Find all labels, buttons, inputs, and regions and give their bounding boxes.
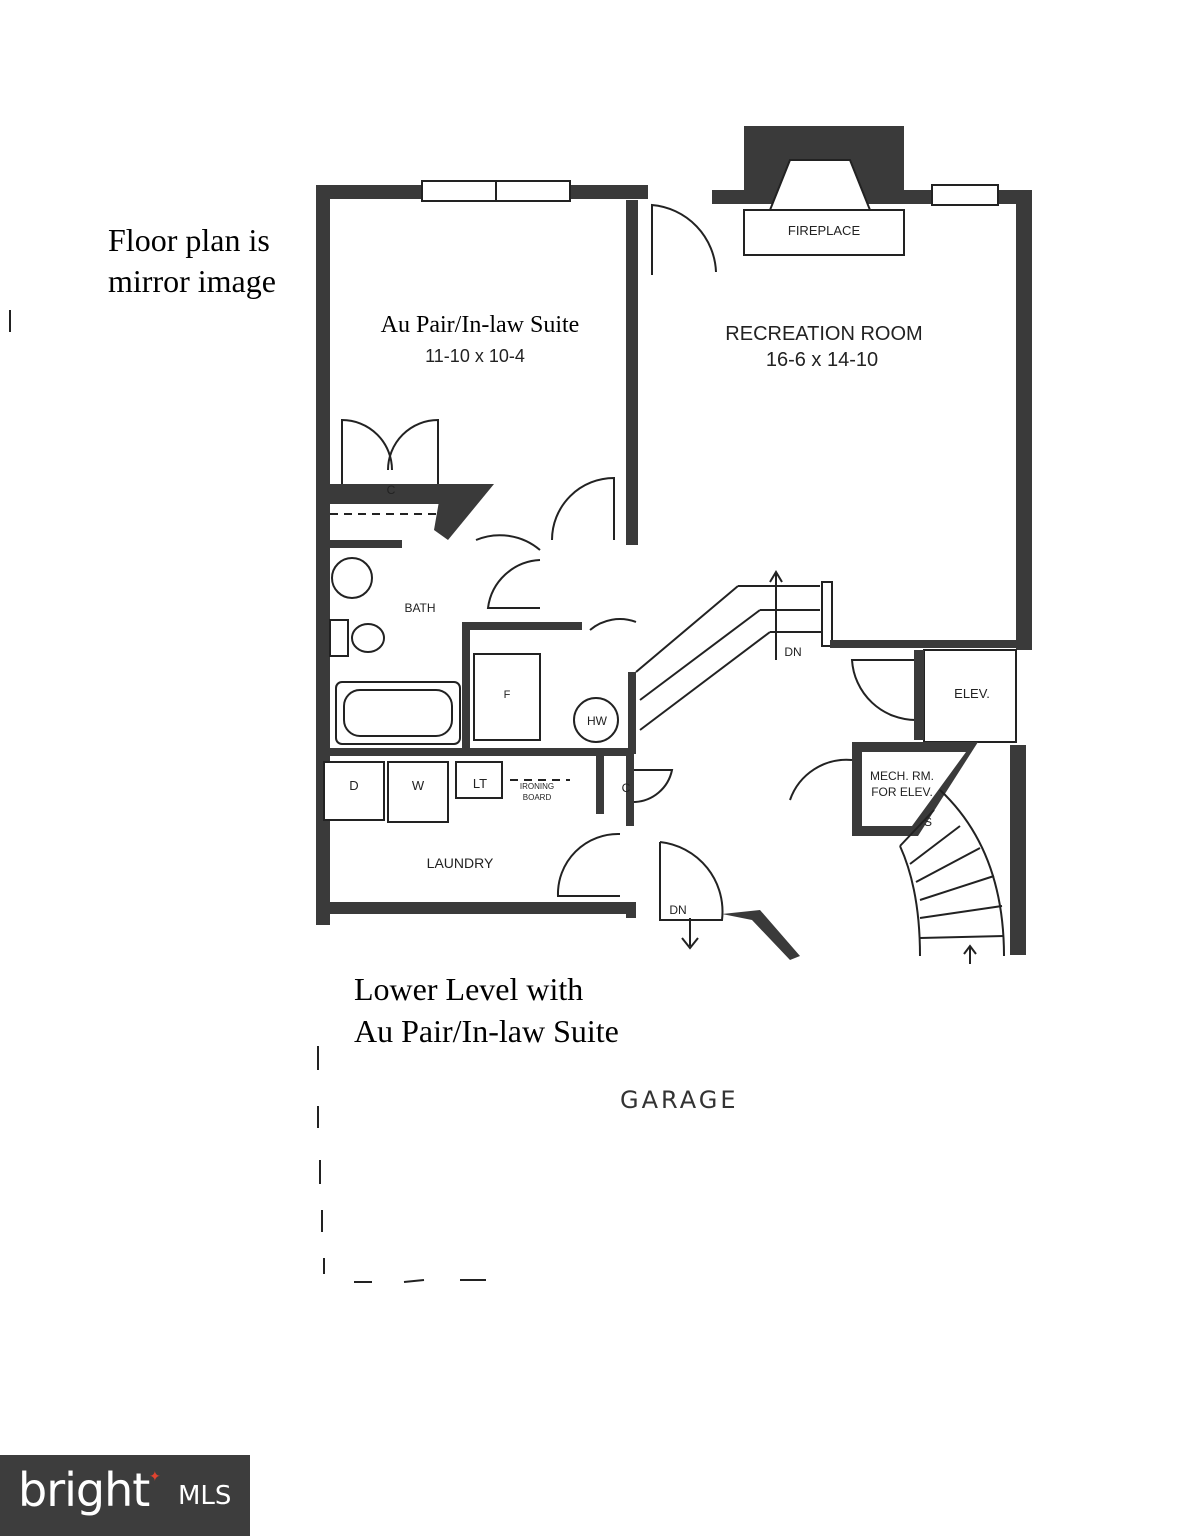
suite-name: Au Pair/In-law Suite [381, 312, 580, 338]
stair-s-label: S [924, 815, 932, 829]
stair-down-label: DN [784, 645, 801, 659]
brand-logo-text: bright [18, 1463, 150, 1517]
brand-watermark: bright ✦ MLS [0, 1455, 250, 1536]
dryer-label: D [349, 778, 358, 793]
caption-line2: Au Pair/In-law Suite [354, 1013, 619, 1049]
suite-dims: 11-10 x 10-4 [425, 346, 525, 366]
laundry-label: LAUNDRY [427, 855, 494, 871]
bath-room [322, 540, 582, 752]
suite-closet [322, 418, 494, 540]
mirror-note-line1: Floor plan is [108, 222, 270, 258]
garage-outline [317, 1046, 486, 1283]
lower-stair-down-label: DN [669, 903, 686, 917]
brand-spark-icon: ✦ [149, 1469, 161, 1485]
garage-label: GARAGE [620, 1086, 738, 1114]
washer-label: W [412, 778, 425, 793]
windows [421, 180, 999, 206]
bedroom-door [475, 476, 615, 551]
suite-door [651, 203, 717, 275]
laundry-tub-label: LT [473, 776, 487, 791]
mech-room [789, 742, 1005, 964]
water-heater-label: HW [587, 714, 608, 728]
suite-closet-label: C [387, 483, 396, 497]
mirror-note-line2: mirror image [108, 263, 276, 299]
caption-line1: Lower Level with [354, 971, 583, 1007]
utility-room [473, 618, 637, 754]
fireplace-shape [743, 159, 905, 256]
fireplace-label: FIREPLACE [788, 223, 861, 238]
rec-room-name: RECREATION ROOM [725, 323, 922, 345]
mech-room-label-line2: FOR ELEV. [871, 785, 933, 799]
lower-entry [626, 841, 800, 960]
furnace-label: F [504, 689, 511, 701]
elevator-label: ELEV. [954, 686, 990, 701]
exterior-walls [316, 126, 1032, 955]
elevator [850, 649, 1017, 743]
brand-logo-suffix: MLS [178, 1481, 232, 1511]
hall-closet-label: C [622, 781, 631, 795]
main-stair [635, 570, 1016, 731]
laundry-room [316, 748, 674, 897]
ironing-label-line1: IRONING [520, 782, 554, 791]
mech-room-label-line1: MECH. RM. [870, 769, 934, 783]
ironing-label-line2: BOARD [523, 793, 552, 802]
rec-room-dims: 16-6 x 14-10 [766, 349, 878, 371]
bath-label: BATH [404, 601, 435, 615]
